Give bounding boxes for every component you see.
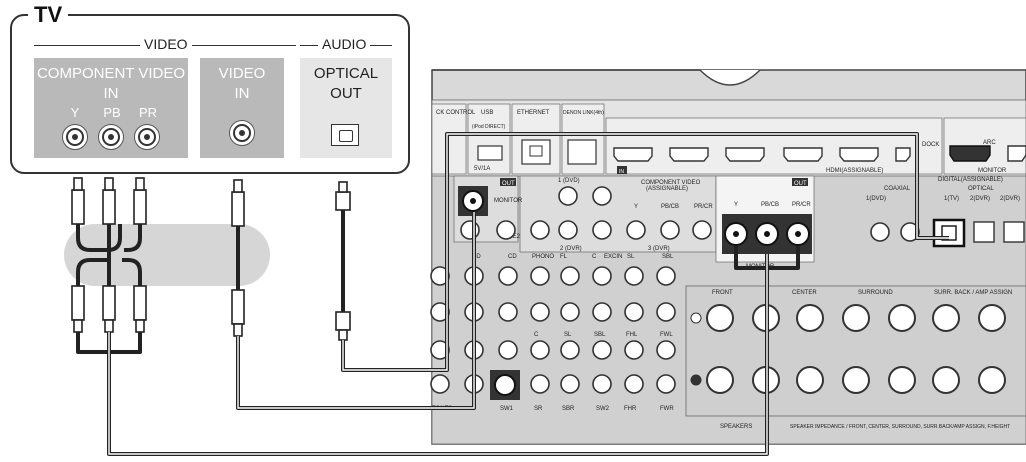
label-monitor-y: Y xyxy=(734,202,738,208)
tv-pr-jack xyxy=(134,124,160,150)
label-fhr: FHR xyxy=(624,406,637,412)
label-sw1: SW1 xyxy=(500,406,514,412)
label-video-out: OUT xyxy=(502,181,515,187)
receiver-top-row: CK CONTROL USB (iPod DIRECT) 5V/1A ETHER… xyxy=(431,103,1026,175)
label-c-pre: C xyxy=(534,332,539,338)
label-hdmi-monitor: MONITOR xyxy=(978,168,1007,174)
label-component-3dvr: 3 (DVR) xyxy=(648,246,670,252)
tv-video-jack xyxy=(229,120,255,146)
label-usb-sub: (iPod DIRECT) xyxy=(472,124,506,130)
label-coaxial: COAXIAL xyxy=(884,186,911,192)
label-sr-pre: SR xyxy=(534,406,543,412)
label-optical: OPTICAL xyxy=(968,186,994,192)
label-component-pb: PB/CB xyxy=(661,204,679,210)
label-surround: SURROUND xyxy=(858,290,893,296)
label-component-2dvr: 2 (DVR) xyxy=(560,246,582,252)
label-excin: EXCIN xyxy=(604,254,622,260)
tv-title: TV xyxy=(28,2,69,28)
label-fwl: FWL xyxy=(660,332,673,338)
hdmi-monitor-arc-port-icon xyxy=(949,145,991,162)
optical-out-label: OUT xyxy=(330,85,362,102)
optical-label: OPTICAL xyxy=(313,65,379,82)
label-sbl: SBL xyxy=(662,254,674,260)
y-label: Y xyxy=(70,105,80,120)
video-label: VIDEO xyxy=(218,65,266,82)
receiver-optical-1tv-jack xyxy=(932,218,966,248)
label-monitor-pr: PR/CR xyxy=(792,202,811,208)
label-speakers: SPEAKERS xyxy=(720,424,752,430)
label-video-monitor: MONITOR xyxy=(494,198,523,204)
receiver-rca-jacks xyxy=(430,186,920,400)
label-front: FRONT xyxy=(712,290,733,296)
label-surr-back: SURR. BACK / AMP ASSIGN xyxy=(934,290,1012,296)
label-rack-control: CK CONTROL xyxy=(436,110,476,116)
cable-highlights xyxy=(108,133,949,455)
label-cd: CD xyxy=(508,254,517,260)
pr-label: PR xyxy=(138,105,158,120)
audio-group-label: AUDIO xyxy=(318,36,371,52)
usb-port-icon xyxy=(477,145,503,161)
label-c: C xyxy=(592,254,597,260)
video-group-label: VIDEO xyxy=(140,36,192,52)
label-usb-power: 5V/1A xyxy=(474,166,490,172)
label-fhl: FHL xyxy=(626,332,638,338)
label-digital-assignable: DIGITAL(ASSIGNABLE) xyxy=(938,177,1003,183)
tv-y-jack xyxy=(62,124,88,150)
label-arc: ARC xyxy=(983,140,996,146)
label-sl: SL xyxy=(627,254,635,260)
video-in-label: IN xyxy=(234,85,250,102)
component-in-label: IN xyxy=(103,85,119,102)
tv-optical-jack xyxy=(331,124,359,146)
hdmi-ports xyxy=(613,147,911,162)
cable-plugs xyxy=(71,177,351,341)
label-opt-2dvr-b: 2(DVR) xyxy=(1000,196,1020,202)
label-component-assignable: (ASSIGNABLE) xyxy=(646,186,688,192)
label-cd-left: CD xyxy=(472,254,481,260)
label-monitor-pb: PB/CB xyxy=(761,202,779,208)
label-fwr: FWR xyxy=(660,406,674,412)
cable-bundle-highlight xyxy=(64,224,270,286)
denon-link-port-icon xyxy=(567,139,597,165)
label-hdmi-in: IN xyxy=(619,169,624,175)
tv-pb-jack xyxy=(98,124,124,150)
label-usb: USB xyxy=(481,110,493,116)
label-opt-1tv: 1(TV) xyxy=(944,196,959,202)
pb-label: PB xyxy=(103,105,121,120)
label-ethernet: ETHERNET xyxy=(517,110,550,116)
label-sbr-pre: SBR xyxy=(562,406,575,412)
label-sl-pre: SL xyxy=(564,332,572,338)
label-speaker-impedance: SPEAKER IMPEDANCE / FRONT, CENTER, SURRO… xyxy=(790,424,1010,430)
label-phono: PHONO xyxy=(532,254,554,260)
label-coax-1dvd: 1(DVD) xyxy=(866,196,886,202)
label-sw2: SW2 xyxy=(596,406,610,412)
label-denon-link: DENON LINK(4th) xyxy=(563,110,604,116)
label-component-y: Y xyxy=(634,204,638,210)
label-dock: DOCK xyxy=(922,142,939,148)
component-video-label: COMPONENT VIDEO xyxy=(36,65,186,82)
label-center: CENTER xyxy=(792,290,817,296)
label-component-video: COMPONENT VIDEO xyxy=(641,180,701,186)
receiver-digital-section: DIGITAL(ASSIGNABLE) COAXIAL OPTICAL 1(DV… xyxy=(866,177,1025,248)
label-monitor-out: OUT xyxy=(794,181,807,187)
label-sbl-pre: SBL xyxy=(594,332,606,338)
label-hdmi-assignable: HDMI(ASSIGNABLE) xyxy=(826,168,883,174)
label-component-pr: PR/CR xyxy=(694,204,713,210)
label-opt-2dvr: 2(DVR) xyxy=(970,196,990,202)
label-fl: FL xyxy=(560,254,568,260)
label-component-1dvd: 1 (DVD) xyxy=(558,178,580,184)
ethernet-port-icon xyxy=(521,139,551,165)
